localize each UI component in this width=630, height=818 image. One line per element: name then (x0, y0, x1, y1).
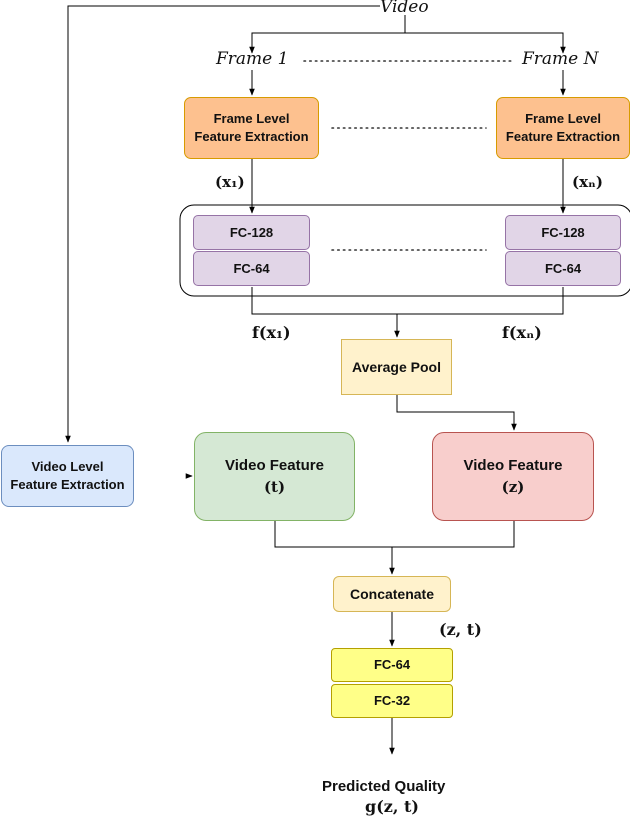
frame-output-n-label: f(xₙ) (502, 323, 542, 342)
frame-extractor-1-line1: Frame Level (213, 111, 290, 127)
fc-64-left: FC-64 (193, 251, 310, 286)
frame-1-label: Frame 1 (216, 49, 289, 69)
fc-128-right: FC-128 (505, 215, 621, 250)
video-feature-t-title: Video Feature (225, 457, 324, 475)
video-feature-z-title: Video Feature (463, 457, 563, 475)
frame-extractor-n-line1: Frame Level (525, 111, 601, 127)
fc-32-head: FC-32 (331, 684, 453, 718)
fc-64-right: FC-64 (505, 251, 621, 286)
video-feature-z-symbol: (z) (501, 477, 525, 496)
fc-output-connector (251, 287, 564, 315)
video-label: Video (380, 0, 429, 17)
fc-128-left: FC-128 (193, 215, 310, 250)
concatenate-block: Concatenate (333, 576, 451, 612)
predicted-quality-title: Predicted Quality (322, 778, 446, 795)
fc-64-head: FC-64 (331, 648, 453, 682)
frame-extractor-n-line2: Feature Extraction (505, 129, 621, 144)
predicted-quality-formula: g(z, t) (365, 797, 419, 816)
feature-merge-connector (274, 521, 515, 548)
frame-extractor-1: Frame Level Feature Extraction (184, 97, 319, 159)
frame-extractor-1-line2: Feature Extraction (194, 129, 309, 144)
average-pool-block: Average Pool (341, 339, 452, 395)
video-feature-t-symbol: (t) (263, 477, 286, 496)
video-extractor: Video Level Feature Extraction (1, 445, 134, 507)
video-feature-t: Video Feature (t) (194, 432, 355, 521)
arrow-video-to-frame-n (405, 32, 566, 54)
arrow-video-to-video-extractor (65, 5, 380, 443)
video-feature-z: Video Feature (z) (432, 432, 594, 521)
arrow-video-to-frame-1 (249, 15, 406, 54)
frame-n-label: Frame N (522, 49, 599, 69)
frame-extractor-n: Frame Level Feature Extraction (496, 97, 630, 159)
arrow-pool-to-feature-z (396, 395, 517, 431)
video-extractor-line1: Video Level (31, 459, 104, 475)
frame-feature-n-label: (xₙ) (572, 173, 603, 191)
concat-output-label: (z, t) (439, 620, 482, 639)
fc-group-bracket (179, 204, 630, 297)
frame-output-1-label: f(x₁) (252, 323, 291, 342)
frame-feature-1-label: (x₁) (215, 173, 245, 191)
video-extractor-line2: Feature Extraction (10, 477, 125, 492)
